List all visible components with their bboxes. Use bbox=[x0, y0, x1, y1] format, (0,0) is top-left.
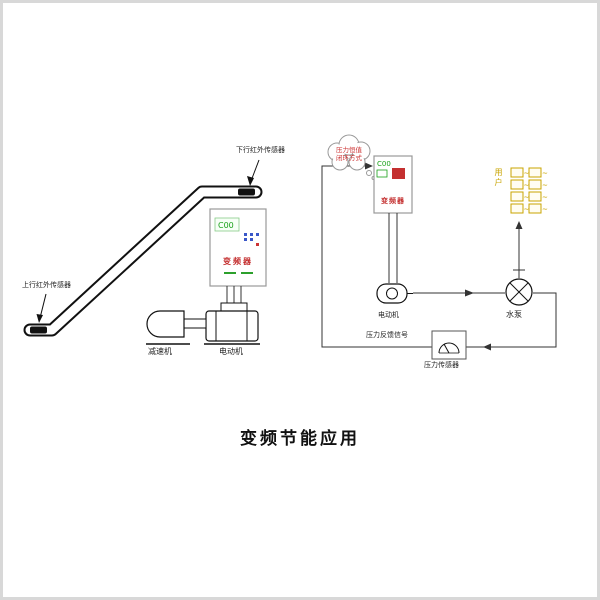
water-pump-icon bbox=[505, 269, 533, 306]
users-label: 用户 bbox=[494, 168, 503, 188]
inverter-label-left: 变频器 bbox=[223, 257, 253, 266]
svg-text:~: ~ bbox=[524, 206, 530, 214]
reducer-label: 减速机 bbox=[148, 347, 172, 356]
reducer-icon bbox=[146, 310, 207, 345]
inverter-box-left: C00 bbox=[209, 208, 267, 287]
motor-right-icon bbox=[376, 283, 413, 304]
motor-left-icon bbox=[204, 302, 260, 345]
up-sensor-pointer-arrow bbox=[36, 293, 47, 323]
motor-label-right: 电动机 bbox=[378, 311, 399, 319]
pump-to-users-line bbox=[515, 221, 523, 278]
inverter-label-right: 变频器 bbox=[381, 197, 405, 205]
inverter-display-text-left: C00 bbox=[218, 221, 234, 230]
shaft bbox=[183, 318, 207, 329]
inverter-display-screen bbox=[214, 217, 240, 232]
pump-to-sensor-line bbox=[466, 292, 557, 351]
svg-text:~: ~ bbox=[524, 182, 530, 190]
users-grid bbox=[510, 167, 542, 214]
inverter-green-mark bbox=[241, 272, 253, 274]
feedback-signal-label: 压力反馈信号 bbox=[366, 331, 408, 339]
inverter-display-text-right: C00 bbox=[377, 160, 391, 168]
escalator-shape bbox=[23, 185, 263, 337]
svg-text:~: ~ bbox=[524, 170, 530, 178]
inverter-red-panel bbox=[392, 168, 405, 179]
down-infrared-sensor-icon bbox=[238, 188, 255, 196]
inverter-motor-wires-left bbox=[226, 286, 242, 304]
motor-label-left: 电动机 bbox=[219, 347, 243, 356]
inverter-motor-wires-right bbox=[388, 213, 398, 283]
page-title: 变频节能应用 bbox=[240, 429, 360, 449]
motor-to-pump-line bbox=[413, 289, 505, 297]
thought-cloud: 压力恒值 闭环方式 bbox=[327, 134, 376, 180]
down-sensor-pointer-arrow bbox=[247, 159, 260, 186]
cloud-text-line2: 闭环方式 bbox=[336, 153, 363, 162]
pressure-sensor-box bbox=[431, 330, 467, 360]
up-sensor-label: 上行红外传感器 bbox=[22, 281, 71, 289]
inverter-green-mark bbox=[224, 272, 236, 274]
inverter-keypad-dots bbox=[244, 233, 259, 246]
svg-text:~: ~ bbox=[542, 194, 548, 202]
cloud-text-line1: 压力恒值 bbox=[336, 145, 363, 154]
up-infrared-sensor-icon bbox=[30, 326, 47, 334]
inverter-green-panel bbox=[376, 169, 388, 178]
inverter-box-right: C00 bbox=[373, 155, 413, 214]
gauge-arc-icon bbox=[438, 342, 460, 354]
down-sensor-label: 下行红外传感器 bbox=[236, 146, 285, 154]
svg-text:~: ~ bbox=[524, 194, 530, 202]
svg-text:~: ~ bbox=[542, 170, 548, 178]
svg-text:~: ~ bbox=[542, 206, 548, 214]
svg-text:~: ~ bbox=[542, 182, 548, 190]
gauge-needle-icon bbox=[443, 343, 450, 354]
pump-label: 水泵 bbox=[506, 310, 522, 319]
pressure-sensor-label: 压力传感器 bbox=[424, 361, 459, 369]
users-grid-marks: ~ ~ ~ ~ ~ ~ ~ ~ bbox=[524, 170, 549, 214]
